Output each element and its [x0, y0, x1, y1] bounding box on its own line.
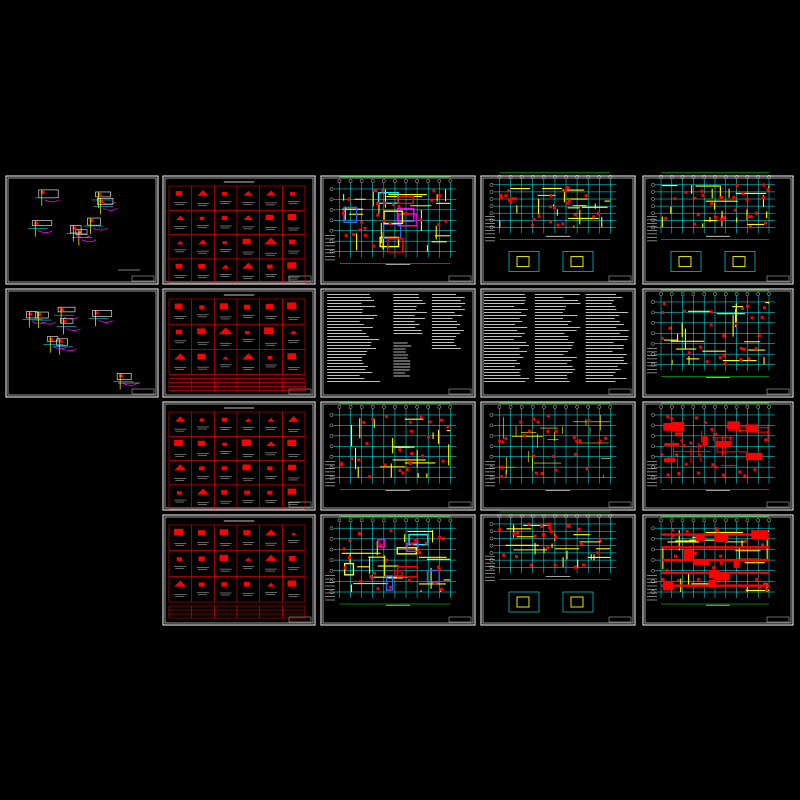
sheet-border: [482, 177, 634, 283]
sheet-border: [7, 177, 157, 283]
sheet-border: [164, 290, 314, 396]
sheet-frame: [642, 175, 794, 285]
drawing-sheet-r2c3[interactable]: [320, 288, 476, 398]
sheet-frame: [480, 514, 636, 626]
sheet-border: [322, 403, 474, 509]
sheet-frame: [162, 401, 316, 511]
drawing-sheet-r1c2[interactable]: [162, 175, 316, 285]
drawing-sheet-r1c5[interactable]: [642, 172, 794, 285]
sheet-frame: [320, 288, 476, 398]
drawing-sheet-r4c3[interactable]: [320, 514, 476, 626]
sheet-frame: [642, 288, 794, 398]
sheet-frame: [320, 514, 476, 626]
sheet-border: [164, 516, 314, 624]
sheet-frame: [5, 288, 159, 398]
sheet-frame: [162, 514, 316, 626]
sheet-border: [164, 177, 314, 283]
sheet-border: [482, 516, 634, 624]
sheet-border: [644, 403, 792, 509]
sheet-frame: [642, 514, 794, 626]
drawing-sheet-r1c3[interactable]: [320, 175, 476, 285]
drawing-sheet-r4c4[interactable]: [480, 511, 636, 626]
sheet-border: [322, 290, 474, 396]
drawing-sheet-r4c2[interactable]: [162, 514, 316, 626]
sheet-border: [482, 290, 634, 396]
sheet-frame: [162, 288, 316, 398]
sheet-border: [322, 516, 474, 624]
drawing-sheet-r2c4[interactable]: [480, 288, 636, 398]
sheet-border: [644, 290, 792, 396]
drawing-sheet-r1c1[interactable]: [5, 175, 159, 285]
sheet-frame: [642, 401, 794, 511]
sheet-frame: [5, 175, 159, 285]
drawing-sheet-r3c3[interactable]: [320, 401, 476, 511]
sheet-frame: [320, 175, 476, 285]
drawing-sheet-r3c4[interactable]: [480, 401, 636, 511]
drawing-sheet-r2c1[interactable]: [5, 288, 159, 398]
drawing-sheet-r2c5[interactable]: [642, 288, 794, 398]
sheet-border: [482, 403, 634, 509]
sheet-border: [7, 290, 157, 396]
drawing-sheet-r3c2[interactable]: [162, 401, 316, 511]
sheet-border: [644, 516, 792, 624]
sheet-frame: [480, 401, 636, 511]
drawing-sheet-r4c5[interactable]: [642, 514, 794, 626]
sheet-frame: [162, 175, 316, 285]
sheet-frame: [480, 175, 636, 285]
drawing-sheet-r2c2[interactable]: [162, 288, 316, 398]
drawing-sheet-r1c4[interactable]: [480, 172, 636, 285]
sheets-layer: [5, 172, 794, 626]
sheet-frame: [320, 401, 476, 511]
sheet-border: [322, 177, 474, 283]
sheet-border: [164, 403, 314, 509]
sheet-border: [644, 177, 792, 283]
drawing-sheet-r3c5[interactable]: [642, 401, 794, 511]
sheet-frame: [480, 288, 636, 398]
